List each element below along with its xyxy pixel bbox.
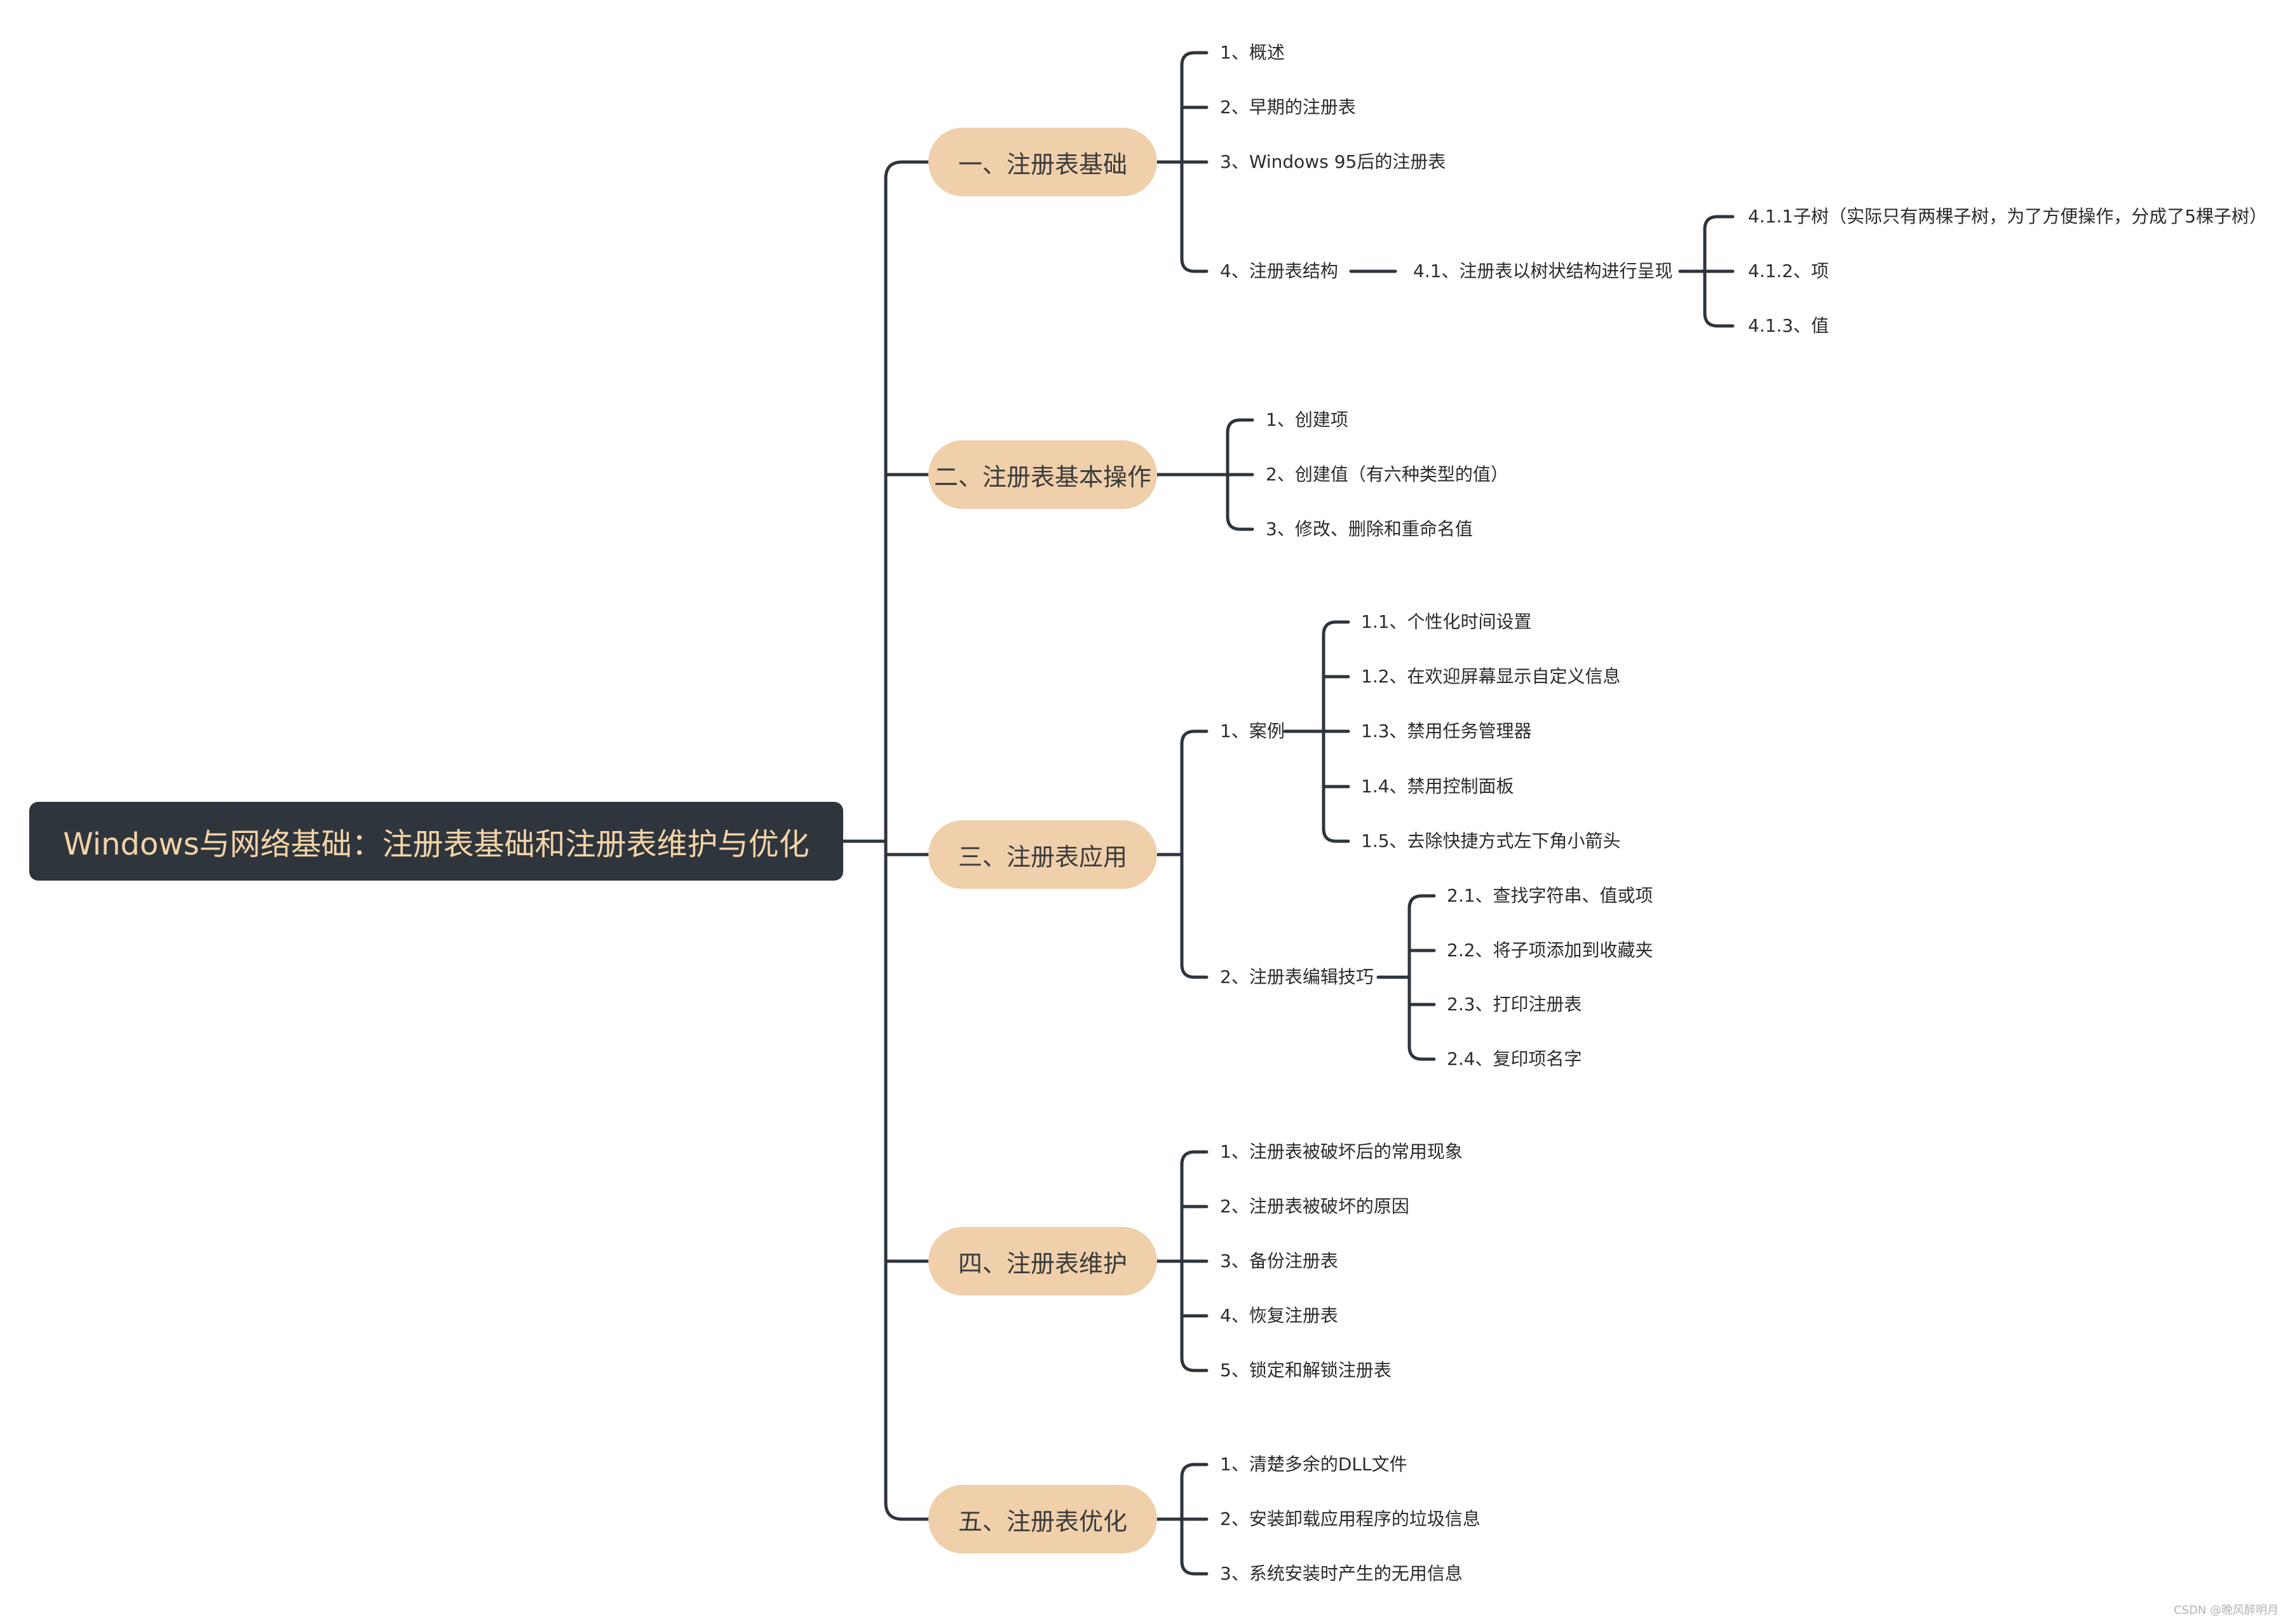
topic-damage-causes[interactable]: 2、注册表被破坏的原因 [1220,1196,1409,1217]
topic-registry-structure[interactable]: 4、注册表结构 [1220,261,1338,281]
topic-time-settings[interactable]: 1.1、个性化时间设置 [1361,611,1532,632]
topic-remove-shortcut-arrow[interactable]: 1.5、去除快捷方式左下角小箭头 [1361,830,1621,851]
branch-label: 三、注册表应用 [958,842,1127,871]
topic-early-registry[interactable]: 2、早期的注册表 [1220,97,1356,118]
topic-install-junk[interactable]: 3、系统安装时产生的无用信息 [1220,1563,1463,1584]
branch-registry-applications[interactable]: 三、注册表应用 [928,820,1157,889]
topic-values[interactable]: 4.1.3、值 [1748,315,1829,336]
branch-registry-optimization[interactable]: 五、注册表优化 [928,1485,1157,1553]
topic-restore-registry[interactable]: 4、恢复注册表 [1220,1305,1338,1326]
topic-copy-key-name[interactable]: 2.4、复印项名字 [1447,1048,1582,1069]
topic-damage-symptoms[interactable]: 1、注册表被破坏后的常用现象 [1220,1141,1463,1162]
central-topic-label: Windows与网络基础：注册表基础和注册表维护与优化 [63,827,810,862]
branch-label: 二、注册表基本操作 [933,463,1151,491]
topic-clean-dll[interactable]: 1、清楚多余的DLL文件 [1220,1454,1407,1475]
topic-uninstall-junk[interactable]: 2、安装卸载应用程序的垃圾信息 [1220,1508,1480,1529]
topic-cases[interactable]: 1、案例 [1220,721,1285,741]
branch-registry-operations[interactable]: 二、注册表基本操作 [928,440,1157,509]
topic-subtrees[interactable]: 4.1.1子树（实际只有两棵子树，为了方便操作，分成了5棵子树） [1748,206,2268,227]
branch-label: 一、注册表基础 [958,150,1127,179]
topic-editing-tips[interactable]: 2、注册表编辑技巧 [1220,966,1374,987]
branch-label: 四、注册表维护 [958,1249,1127,1278]
topic-print-registry[interactable]: 2.3、打印注册表 [1447,994,1582,1015]
topic-win95-registry[interactable]: 3、Windows 95后的注册表 [1220,151,1446,172]
topic-tree-structure[interactable]: 4.1、注册表以树状结构进行呈现 [1413,261,1673,281]
topic-overview[interactable]: 1、概述 [1220,42,1285,63]
topic-welcome-message[interactable]: 1.2、在欢迎屏幕显示自定义信息 [1361,666,1621,687]
branch-registry-maintenance[interactable]: 四、注册表维护 [928,1227,1157,1296]
topic-add-favorites[interactable]: 2.2、将子项添加到收藏夹 [1447,940,1653,961]
watermark: CSDN @晚风醉明月 [2173,1604,2279,1617]
topic-backup-registry[interactable]: 3、备份注册表 [1220,1250,1338,1271]
branch-label: 五、注册表优化 [958,1507,1127,1536]
central-topic[interactable]: Windows与网络基础：注册表基础和注册表维护与优化 [29,802,843,881]
topic-keys[interactable]: 4.1.2、项 [1748,261,1829,281]
branch-registry-basics[interactable]: 一、注册表基础 [928,128,1157,196]
topic-find-string[interactable]: 2.1、查找字符串、值或项 [1447,885,1653,906]
topic-modify-delete-rename[interactable]: 3、修改、删除和重命名值 [1266,518,1473,539]
topic-disable-task-manager[interactable]: 1.3、禁用任务管理器 [1361,721,1532,741]
topic-create-key[interactable]: 1、创建项 [1266,409,1348,430]
topic-lock-unlock-registry[interactable]: 5、锁定和解锁注册表 [1220,1360,1392,1381]
topic-disable-control-panel[interactable]: 1.4、禁用控制面板 [1361,776,1514,797]
topic-create-value[interactable]: 2、创建值（有六种类型的值） [1266,464,1508,485]
